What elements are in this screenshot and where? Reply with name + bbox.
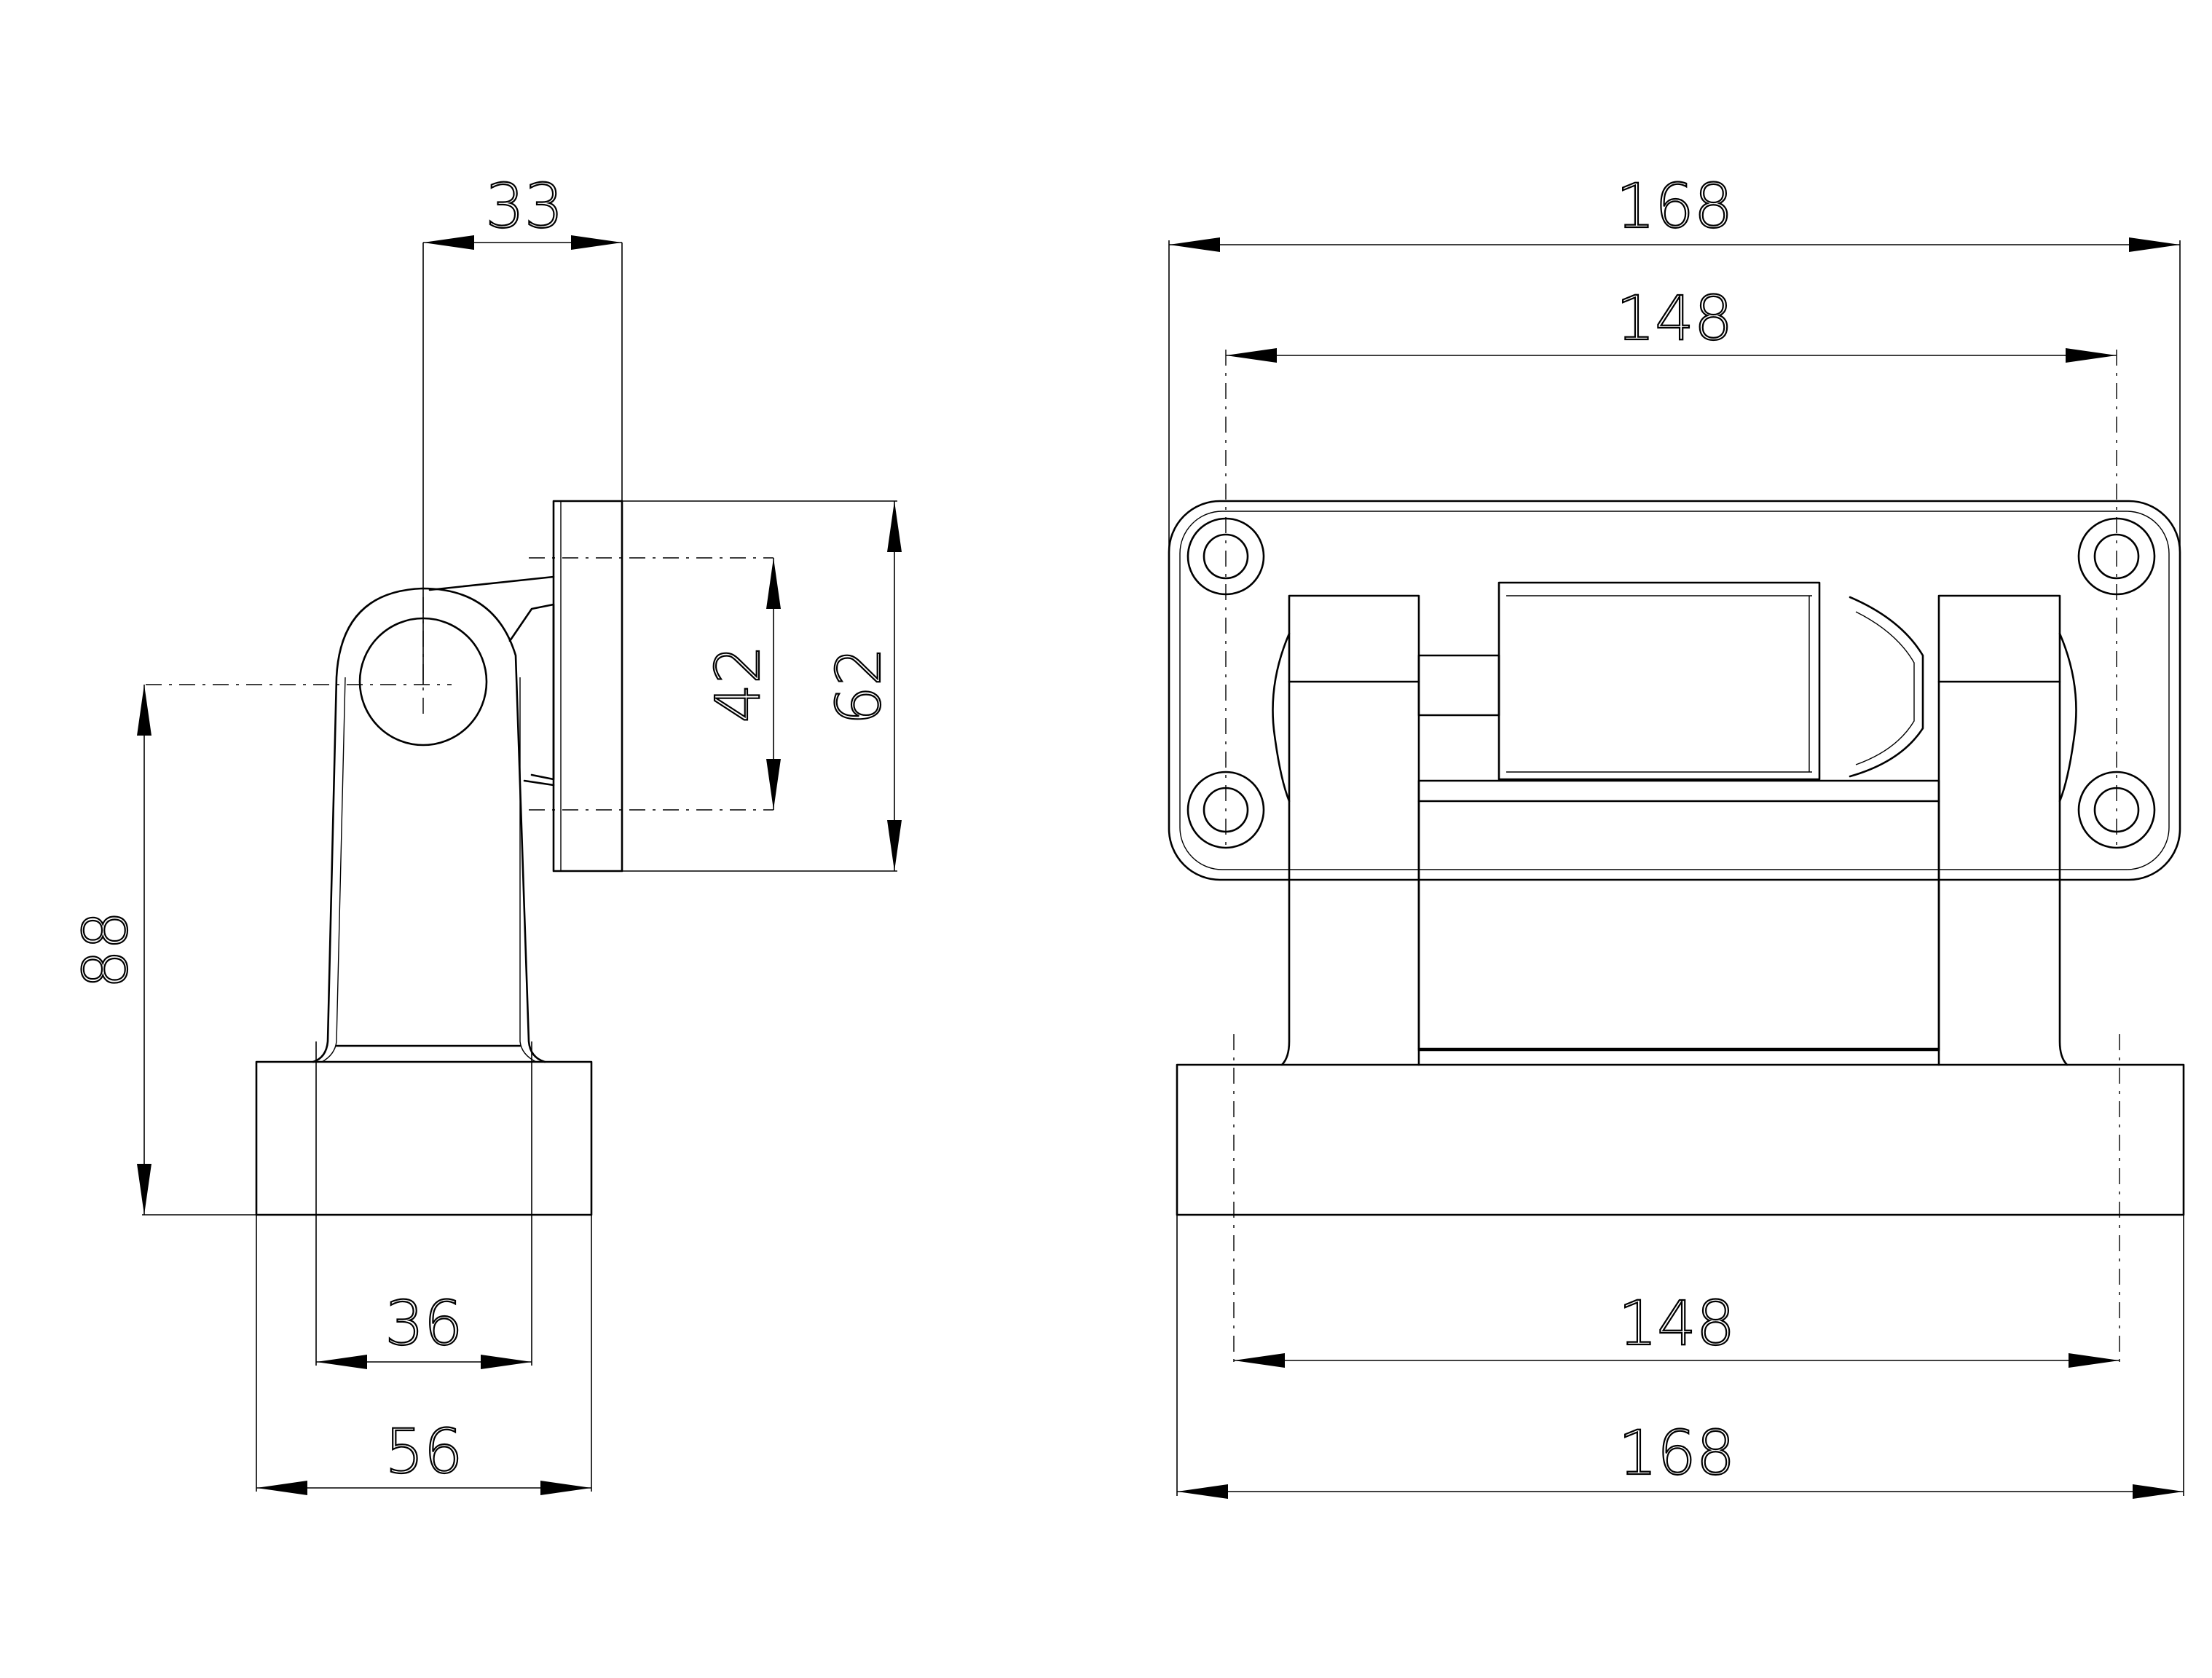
front-base-block (1176, 1063, 2185, 1216)
dim-top-168: 168 (1168, 170, 2181, 554)
front-axle (1417, 654, 1500, 717)
dim-36-label: 36 (385, 1288, 463, 1359)
front-view: 168 148 148 168 (1168, 170, 2185, 1499)
dim-bottom-148-label: 148 (1618, 1288, 1735, 1359)
dim-top-168-label: 168 (1616, 170, 1733, 242)
front-upright-right (1937, 594, 2069, 1066)
front-cam-head (1849, 596, 1924, 778)
front-roller-right (2058, 632, 2077, 803)
side-link-lower (523, 779, 555, 787)
front-roller-left (1272, 632, 1291, 803)
dim-36: 36 (315, 1041, 532, 1369)
dim-33: 33 (422, 170, 623, 685)
dim-42-label: 42 (702, 645, 774, 723)
dim-88: 88 (69, 685, 256, 1216)
dim-62-label: 62 (823, 647, 894, 725)
side-arm (312, 587, 546, 1063)
side-mount-plate (552, 500, 623, 873)
side-link-upper (428, 575, 555, 591)
dim-42: 42 (701, 558, 781, 810)
front-cam-head-inner (1855, 611, 1915, 765)
front-mount-plate-inner (1179, 511, 2170, 870)
front-cross-block (1417, 779, 1940, 1052)
dim-33-label: 33 (486, 170, 564, 242)
front-upright-left (1280, 594, 1420, 1066)
dim-56: 56 (256, 1215, 592, 1495)
dim-top-148-label: 148 (1616, 283, 1733, 354)
front-mount-plate (1168, 500, 2181, 881)
side-arm-inner (321, 677, 537, 1063)
side-view: 33 62 42 88 (69, 170, 902, 1495)
dim-62: 62 (622, 500, 902, 872)
dim-56-label: 56 (385, 1416, 463, 1487)
side-base-block (255, 1060, 593, 1216)
dim-88-label: 88 (70, 911, 141, 989)
front-cylinder (1497, 581, 1821, 781)
dim-bottom-168: 168 (1176, 1215, 2184, 1499)
dim-bottom-148: 148 (1234, 1287, 2119, 1368)
dim-bottom-168-label: 168 (1618, 1417, 1735, 1489)
dim-top-148: 148 (1226, 282, 2117, 363)
